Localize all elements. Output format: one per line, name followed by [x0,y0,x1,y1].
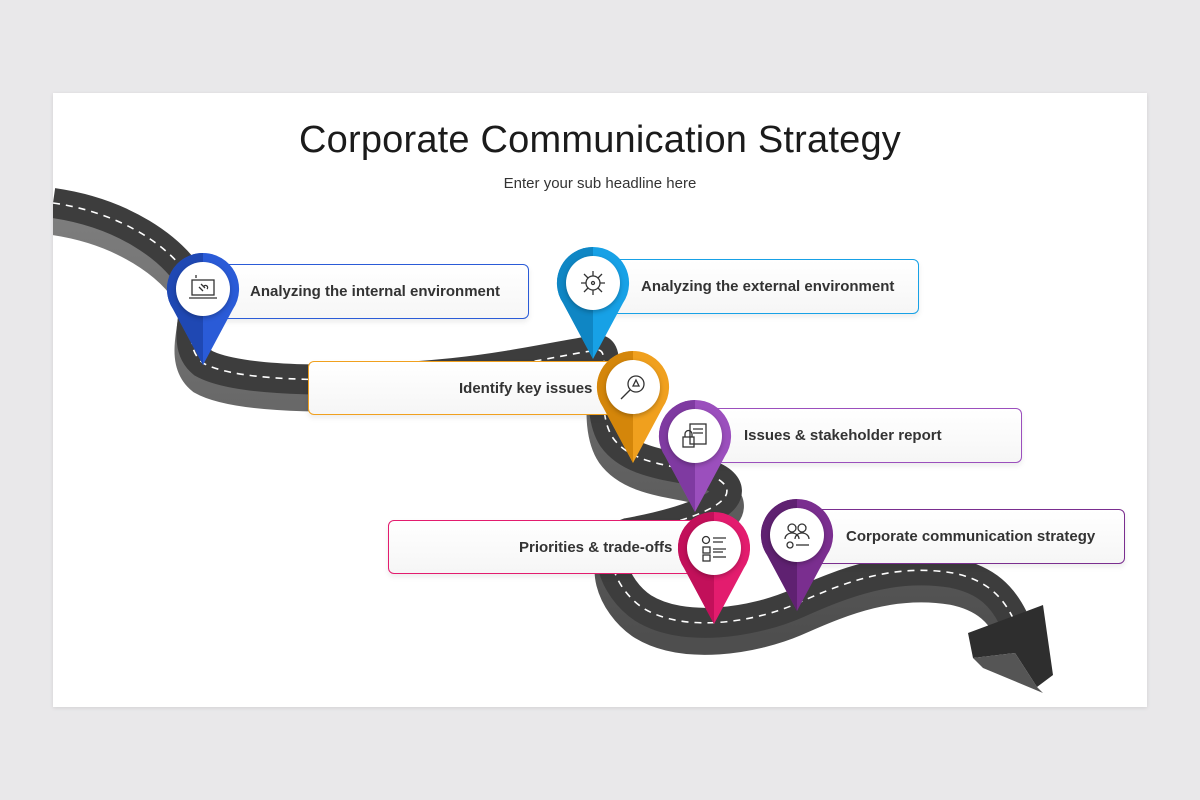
report-lock-icon [668,409,722,463]
step-card-external-environment: Analyzing the external environment [603,259,919,314]
step-pin-5 [677,511,751,632]
step-card-internal-environment: Analyzing the internal environment [213,264,529,319]
step-card-communication-strategy: Corporate communication strategy [803,509,1125,564]
team-gear-icon [770,508,824,562]
step-label: Analyzing the internal environment [250,283,501,300]
laptop-link-icon [176,262,230,316]
step-label: Issues & stakeholder report [744,427,942,444]
step-pin-2 [556,246,630,367]
step-label: Analyzing the external environment [641,278,895,295]
slide: Corporate Communication Strategy Enter y… [53,93,1147,707]
priority-list-icon [687,521,741,575]
page-subtitle: Enter your sub headline here [503,175,697,192]
step-card-priorities: Priorities & trade-offs [388,520,705,574]
step-label: Corporate communication strategy [846,528,1096,545]
step-card-key-issues: Identify key issues [308,361,625,415]
step-pin-6 [760,498,834,619]
step-pin-3 [596,350,670,471]
step-pin-4 [658,399,732,520]
step-pin-1 [166,252,240,373]
step-label: Priorities & trade-offs [519,538,673,556]
step-label: Identify key issues [459,379,593,397]
step-card-stakeholder-report: Issues & stakeholder report [701,408,1022,463]
magnifier-warning-icon [606,360,660,414]
page-title: Corporate Communication Strategy [298,119,901,161]
virus-icon [566,256,620,310]
